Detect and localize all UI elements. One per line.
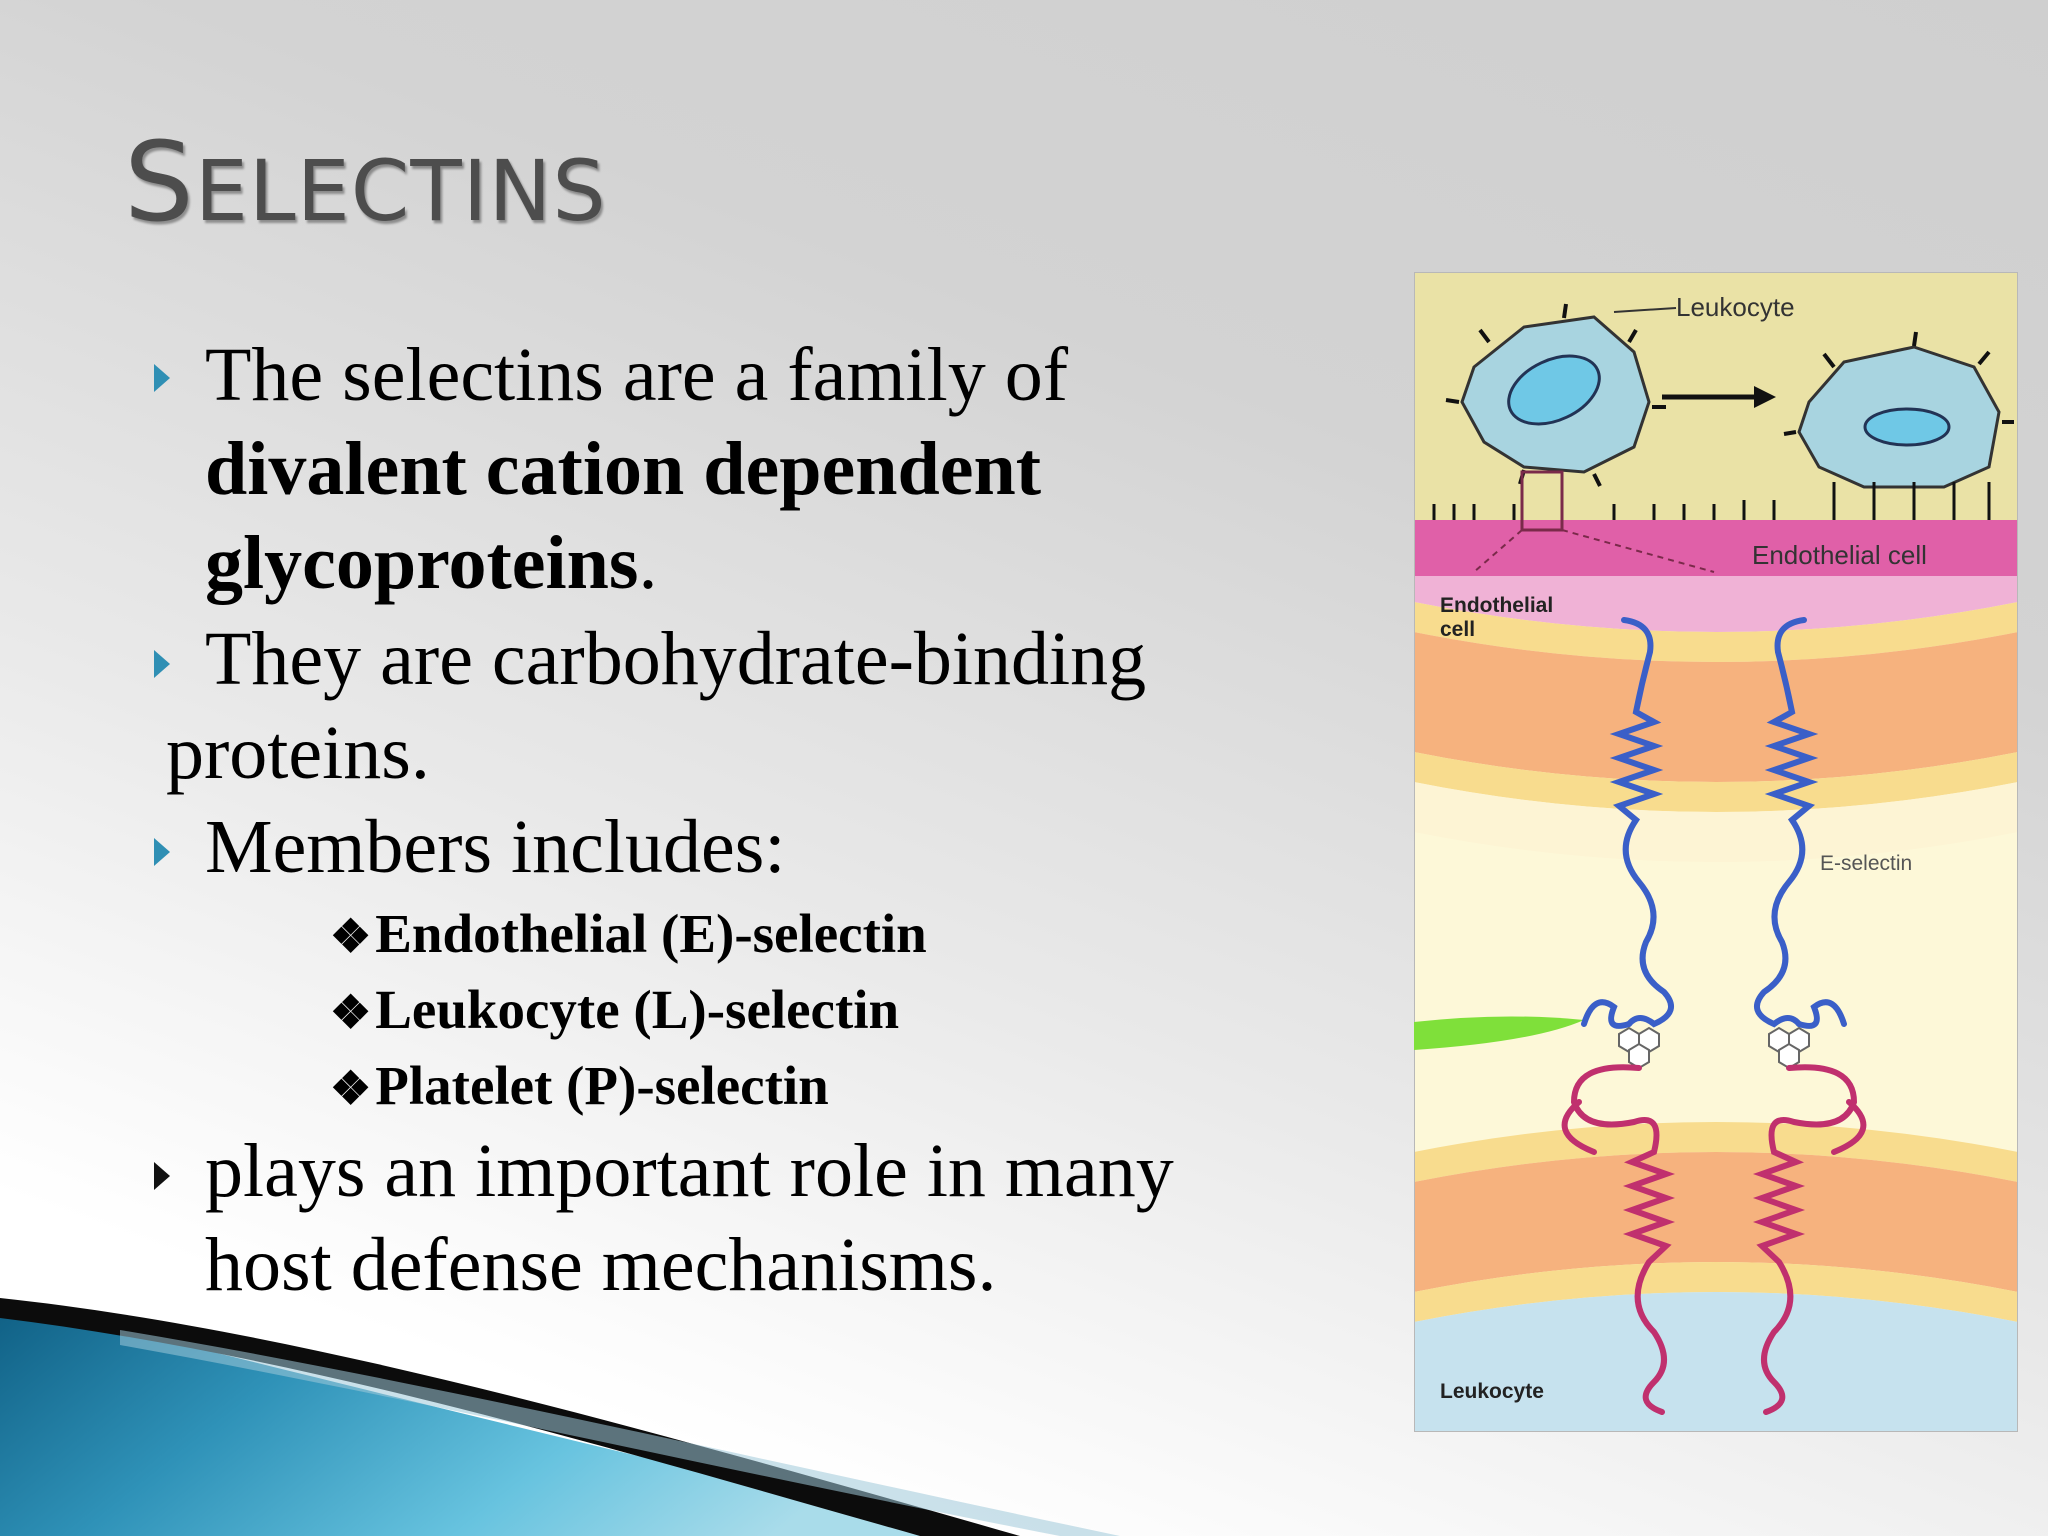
bullet-arrow-icon bbox=[154, 364, 170, 392]
bullet-1-bold-text: divalent cation dependent bbox=[205, 427, 1042, 511]
diamond-bullet-icon: ❖ bbox=[330, 1063, 372, 1114]
sub-item-p-selectin: ❖Platelet (P)-selectin bbox=[330, 1054, 829, 1117]
bullet-1-period: . bbox=[638, 521, 658, 605]
diamond-bullet-icon: ❖ bbox=[330, 987, 372, 1038]
sub-item-label: Endothelial (E)-selectin bbox=[375, 903, 927, 964]
bullet-1-line-1: The selectins are a family of bbox=[205, 333, 1069, 417]
label-endothelial-cell-left-line1: Endothelial bbox=[1440, 594, 1553, 617]
sub-item-e-selectin: ❖Endothelial (E)-selectin bbox=[330, 902, 927, 965]
label-leukocyte-top: Leukocyte bbox=[1676, 292, 1795, 322]
selectin-binding-diagram: Leukocyte Endothelial cell Endothelial c… bbox=[1413, 271, 2019, 1433]
bullet-2-line-1: They are carbohydrate-binding bbox=[205, 617, 1147, 701]
bullet-1-line-2: divalent cation dependent bbox=[205, 422, 1041, 516]
bullet-arrow-icon bbox=[154, 1162, 170, 1190]
bullet-1-line-3: glycoproteins. bbox=[205, 516, 657, 610]
sub-item-label: Platelet (P)-selectin bbox=[375, 1055, 829, 1116]
bullet-4-line-2: host defense mechanisms. bbox=[205, 1223, 997, 1307]
label-endothelial-cell-top: Endothelial cell bbox=[1752, 540, 1927, 570]
bullet-arrow-icon bbox=[154, 838, 170, 866]
label-e-selectin: E-selectin bbox=[1820, 852, 1912, 875]
label-leukocyte-bottom: Leukocyte bbox=[1440, 1380, 1544, 1403]
diagram-illustration: Leukocyte Endothelial cell Endothelial c… bbox=[1413, 271, 2019, 1433]
diamond-bullet-icon: ❖ bbox=[330, 911, 372, 962]
title-rest: ELECTINS bbox=[194, 142, 607, 240]
label-endothelial-cell-left-line2: cell bbox=[1440, 618, 1475, 641]
bullet-1-bold-term: glycoproteins bbox=[205, 521, 639, 605]
title-initial: S bbox=[124, 118, 195, 246]
sub-item-l-selectin: ❖Leukocyte (L)-selectin bbox=[330, 978, 899, 1041]
bullet-2-line-2: proteins. bbox=[166, 711, 430, 795]
bullet-4-line-1: plays an important role in many bbox=[205, 1129, 1174, 1213]
bullet-3-line-1: Members includes: bbox=[205, 805, 786, 889]
sub-item-label: Leukocyte (L)-selectin bbox=[375, 979, 900, 1040]
bullet-arrow-icon bbox=[154, 650, 170, 678]
slide-title: SELECTINS bbox=[124, 118, 607, 246]
